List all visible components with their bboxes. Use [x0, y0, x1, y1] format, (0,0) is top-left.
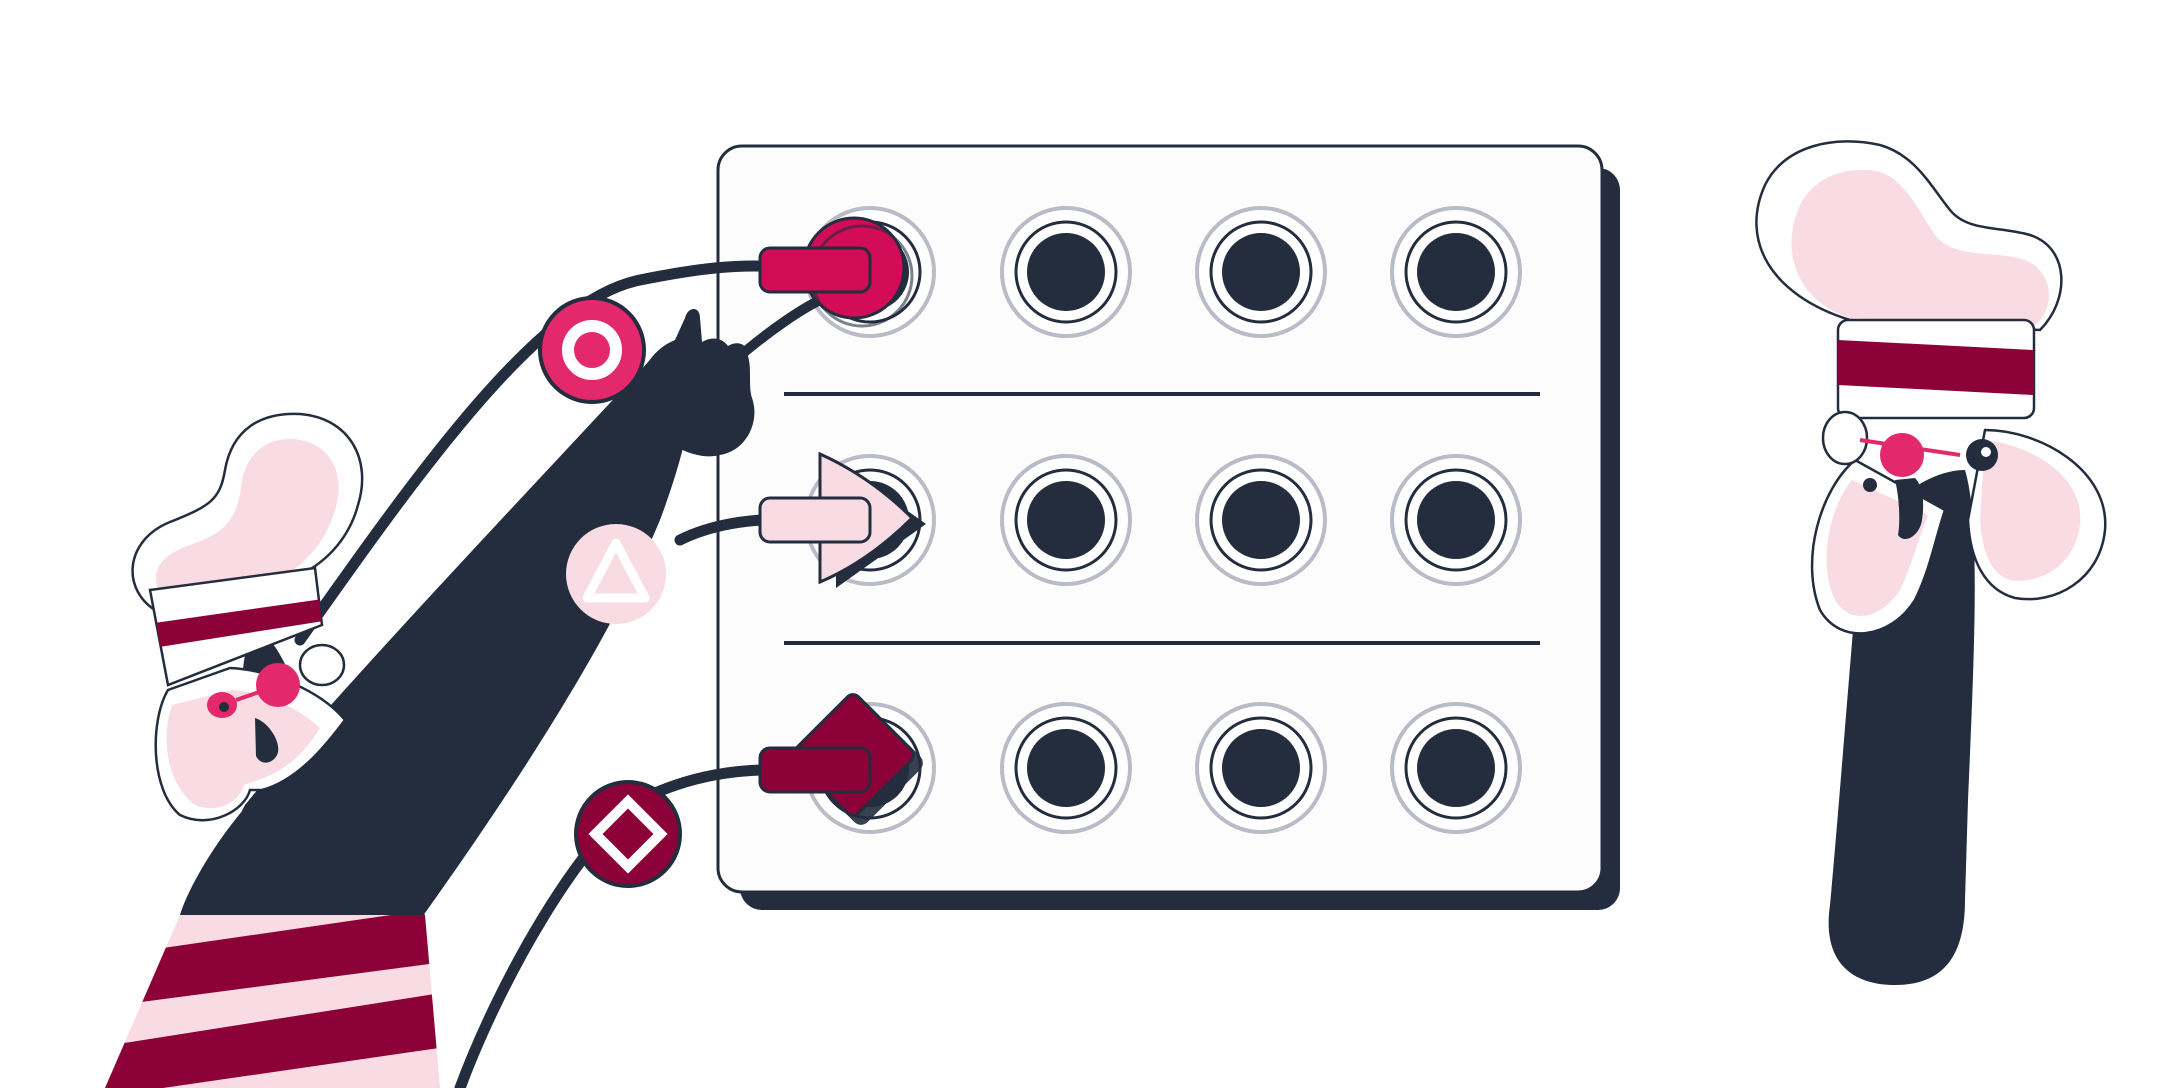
glasses-bridge — [235, 688, 266, 702]
sleeve — [105, 915, 440, 1088]
socket[interactable] — [1390, 702, 1522, 834]
index-finger — [730, 295, 825, 365]
socket[interactable] — [1000, 454, 1132, 586]
torso — [180, 760, 425, 915]
plug-diamond[interactable] — [758, 691, 925, 826]
triangle-icon — [582, 538, 650, 603]
ear-left — [1821, 410, 1869, 466]
socket[interactable] — [1000, 206, 1132, 338]
right-figure — [1755, 140, 2107, 985]
badge-triangle — [566, 524, 666, 624]
diamond-icon — [588, 794, 668, 874]
mouth — [1895, 478, 1924, 540]
eye — [1863, 478, 1877, 492]
board-panel — [716, 144, 1604, 894]
mouth — [255, 718, 279, 763]
socket[interactable] — [1195, 206, 1327, 338]
eye-highlight — [1981, 447, 1991, 457]
pointing-hand — [637, 309, 755, 457]
hair-shade — [155, 439, 339, 600]
glasses-bridge — [1859, 438, 1961, 457]
ear-shade — [1980, 440, 2081, 581]
head-band — [148, 566, 324, 687]
hair-shade — [1791, 169, 2049, 325]
socket[interactable] — [1390, 454, 1522, 586]
cheek-shade — [166, 690, 320, 809]
plug-arrow[interactable] — [758, 451, 926, 588]
socket[interactable] — [1000, 702, 1132, 834]
pupil — [219, 702, 229, 712]
left-figure — [105, 260, 825, 1088]
head-band — [1836, 318, 2036, 420]
circle-icon — [562, 320, 622, 380]
socket[interactable] — [1390, 206, 1522, 338]
socket[interactable] — [1195, 702, 1327, 834]
socket[interactable] — [1195, 454, 1327, 586]
nose — [1880, 433, 1924, 477]
ear — [298, 643, 346, 687]
plug-circle[interactable] — [758, 216, 914, 328]
nose — [256, 663, 300, 707]
badge-circle — [538, 296, 646, 404]
badge-diamond — [574, 780, 682, 888]
